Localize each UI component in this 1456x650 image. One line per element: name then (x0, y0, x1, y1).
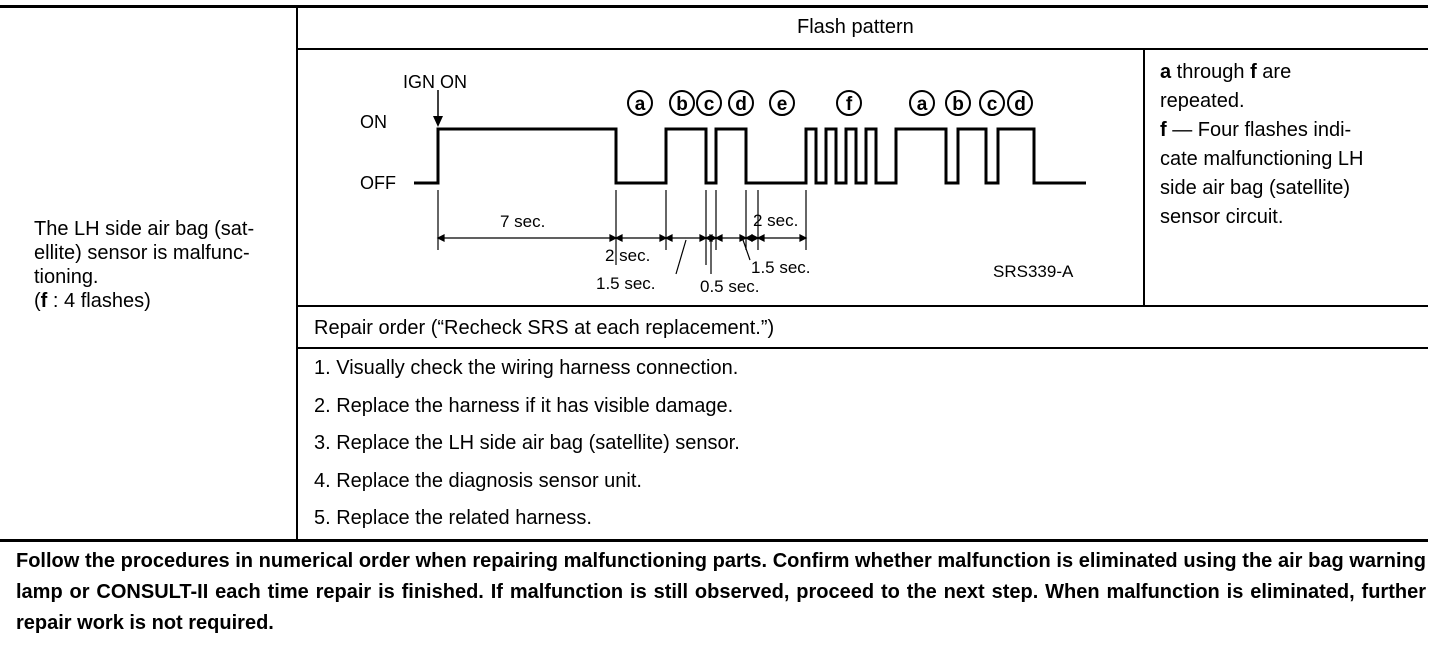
waveform-line (414, 127, 1086, 185)
dimension-arrowhead (614, 234, 623, 242)
left-column-divider (296, 7, 298, 540)
segment-letter-d: d (1007, 90, 1033, 116)
segment-letter-d: d (728, 90, 754, 116)
segment-letter-b: b (669, 90, 695, 116)
figure-id: SRS339-A (993, 262, 1074, 281)
dimension-arrowhead (751, 234, 760, 242)
repair-step: 3. Replace the LH side air bag (satellit… (314, 432, 740, 454)
time-label-2b: 2 sec. (753, 211, 798, 230)
note-line: repeated. (1160, 90, 1245, 112)
svg-text:b: b (676, 94, 688, 115)
note-line: side air bag (satellite) (1160, 177, 1351, 199)
note-line: a through f are (1160, 61, 1292, 83)
dimension-arrowhead (699, 234, 708, 242)
off-label: OFF (360, 173, 396, 193)
note-line: cate malfunctioning LH (1160, 148, 1364, 170)
svg-text:e: e (777, 94, 788, 115)
segment-letter-e: e (769, 90, 795, 116)
segment-letter-b: b (945, 90, 971, 116)
svg-text:c: c (704, 94, 715, 115)
time-label-05: 0.5 sec. (700, 277, 760, 296)
ign-on-label: IGN ON (403, 72, 467, 92)
table-top-border (0, 5, 1428, 8)
note-line: f — Four flashes indi- (1160, 119, 1352, 141)
flash-pattern-header: Flash pattern (797, 16, 914, 38)
condition-cell: The LH side air bag (sat- ellite) sensor… (34, 217, 296, 313)
segment-letter-c: c (979, 90, 1005, 116)
note-line: sensor circuit. (1160, 206, 1284, 228)
dimension-arrowhead (709, 234, 718, 242)
repair-title-divider (297, 347, 1428, 349)
repair-step: 4. Replace the diagnosis sensor unit. (314, 469, 642, 492)
svg-text:a: a (917, 94, 928, 115)
ign-arrowhead (433, 116, 443, 127)
repair-step: 5. Replace the related harness. (314, 507, 592, 529)
note-cell: a through f are repeated. f — Four flash… (1160, 58, 1363, 232)
svg-text:f: f (846, 94, 853, 115)
dimension-arrowhead (436, 234, 445, 242)
time-label-2a: 2 sec. (605, 246, 650, 265)
dimension-lines (436, 190, 808, 275)
svg-text:d: d (1014, 94, 1026, 115)
repair-order-title: Repair order (“Recheck SRS at each repla… (314, 317, 775, 339)
dimension-arrowhead (739, 234, 748, 242)
svg-text:c: c (987, 94, 998, 115)
segment-letter-f: f (836, 90, 862, 116)
svg-text:b: b (952, 94, 964, 115)
svg-text:d: d (735, 94, 747, 115)
svg-text:a: a (635, 94, 646, 115)
time-label-15b: 1.5 sec. (751, 258, 811, 277)
dimension-arrowhead (799, 234, 808, 242)
repair-steps: 1. Visually check the wiring harness con… (314, 354, 740, 542)
dimension-arrowhead (664, 234, 673, 242)
footer-instructions: Follow the procedures in numerical order… (16, 550, 1426, 634)
condition-line: The LH side air bag (sat- (34, 218, 255, 240)
dimension-arrowhead (756, 234, 765, 242)
dimension-arrowhead (659, 234, 668, 242)
time-label-7: 7 sec. (500, 212, 545, 231)
dimension-arrowhead (714, 234, 723, 242)
dimension-arrowhead (744, 234, 753, 242)
diagram-bottom-divider (297, 305, 1428, 307)
condition-line: tioning. (34, 266, 99, 288)
segment-letter-a: a (909, 90, 935, 116)
note-column-divider (1143, 49, 1145, 306)
repair-step: 1. Visually check the wiring harness con… (314, 357, 739, 379)
table-bottom-border (0, 539, 1428, 542)
dimension-arrowhead (609, 234, 618, 242)
leader-line (675, 239, 687, 275)
flash-count: (f : 4 flashes) (34, 290, 151, 312)
segment-letter-c: c (696, 90, 722, 116)
time-label-15a: 1.5 sec. (596, 274, 656, 293)
segment-letter-a: a (627, 90, 653, 116)
leader-line (742, 239, 751, 261)
waveform-path (414, 127, 1086, 185)
header-divider (297, 48, 1428, 50)
on-label: ON (360, 112, 387, 132)
condition-line: ellite) sensor is malfunc- (34, 242, 250, 264)
repair-step: 2. Replace the harness if it has visible… (314, 394, 734, 417)
